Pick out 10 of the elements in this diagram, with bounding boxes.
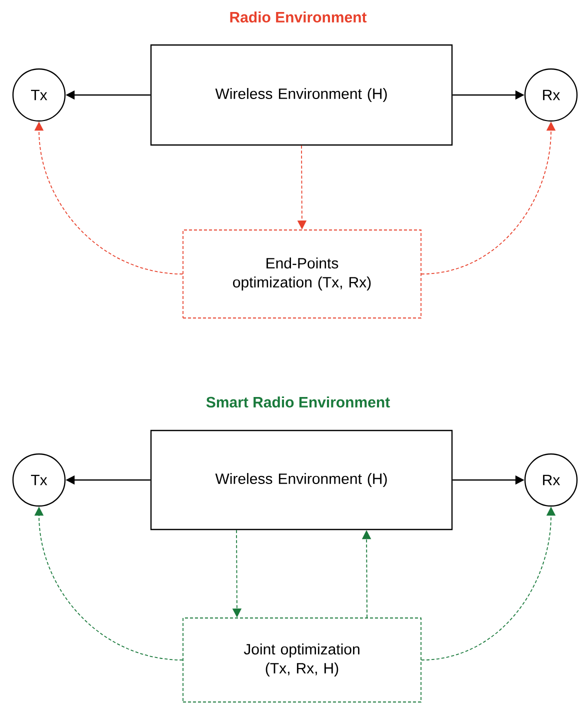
circle-node: Tx	[12, 68, 66, 122]
circle-node: Rx	[524, 453, 578, 507]
circle-node: Rx	[524, 68, 578, 122]
panel-title: Radio Environment	[230, 12, 367, 22]
process-box: Wireless Environment (H)	[150, 430, 453, 530]
process-box: Wireless Environment (H)	[150, 44, 453, 146]
circle-node: Tx	[12, 453, 66, 507]
process-box: Joint optimization (Tx, Rx, H)	[182, 618, 422, 702]
process-box: End-Points optimization (Tx, Rx)	[182, 230, 422, 318]
panel-title: Smart Radio Environment	[206, 396, 390, 408]
